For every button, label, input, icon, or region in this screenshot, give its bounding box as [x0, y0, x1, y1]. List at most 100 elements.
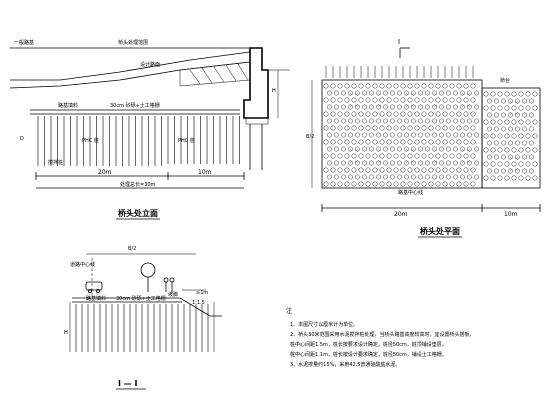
pile-dot	[490, 147, 496, 153]
pile-dot	[348, 104, 353, 110]
elevation-cushion-label: 30cm 砂砾+土工格栅	[110, 102, 160, 109]
pile-dot	[393, 97, 399, 103]
pile-dot	[337, 167, 343, 173]
pile-dot	[501, 140, 506, 146]
pile-dot	[494, 98, 499, 104]
pile-dot	[386, 167, 392, 173]
pile-dot	[390, 146, 395, 152]
pile-dot	[463, 181, 469, 187]
pile-dot	[494, 168, 499, 174]
pile-dot	[355, 146, 360, 152]
pile-dot	[390, 118, 395, 124]
pile-dot	[529, 154, 534, 160]
pile-dot	[460, 174, 465, 180]
pile-dot	[435, 139, 441, 145]
section-title: I — I	[118, 379, 138, 388]
pile-dot	[439, 104, 444, 110]
pile-dot	[330, 97, 336, 103]
elevation-view: 一般路基 桥头处理范围 设计路面 30cm 砂砾+土工格栅 路基填料 H	[9, 39, 290, 220]
elevation-dim-left: 20m	[98, 169, 112, 176]
pile-dot	[337, 153, 343, 159]
pile-dot	[490, 133, 496, 139]
pile-dot	[511, 105, 517, 111]
pile-dot	[497, 175, 503, 181]
pile-dot	[393, 153, 399, 159]
pile-dot	[504, 175, 510, 181]
pile-dot	[428, 111, 434, 117]
pile-dot	[365, 83, 371, 89]
pile-dot	[504, 147, 510, 153]
pile-group	[37, 116, 240, 166]
pile-dot	[453, 132, 458, 138]
pile-dot	[397, 146, 402, 152]
pile-dot	[348, 174, 353, 180]
pile-dot-grid	[323, 66, 538, 187]
pile-dot	[522, 112, 527, 118]
pile-dot	[400, 125, 406, 131]
pile-dot	[386, 125, 392, 131]
pile-dot	[487, 112, 492, 118]
pile-dot	[449, 153, 455, 159]
pile-dot	[421, 181, 427, 187]
pile-dot	[456, 83, 462, 89]
section-cushion-label: 30cm 砂砾+土工格栅	[116, 295, 166, 302]
pile-dot	[518, 147, 524, 153]
pile-dot	[404, 104, 409, 110]
pile-dot	[501, 98, 506, 104]
pile-dot	[344, 167, 350, 173]
pile-dot	[474, 174, 479, 180]
pile-dot	[435, 153, 441, 159]
pile-dot	[393, 181, 399, 187]
pile-dot	[323, 111, 329, 117]
pile-dot	[330, 167, 336, 173]
pile-dot	[369, 118, 374, 124]
pile-dot	[376, 174, 381, 180]
plan-section-mark-top: I	[398, 38, 400, 46]
pile-dot	[529, 98, 534, 104]
pile-dot	[386, 97, 392, 103]
pile-dot	[501, 168, 506, 174]
pile-dot	[463, 139, 469, 145]
pile-dot	[442, 153, 448, 159]
pile-dot	[442, 125, 448, 131]
plan-view: I B/2 桥台 路基中心线 20m 10m 桥头处平面	[306, 38, 541, 238]
pile-dot	[400, 167, 406, 173]
pile-dot	[404, 146, 409, 152]
pile-dot	[400, 83, 406, 89]
pile-dot	[504, 91, 510, 97]
pile-dot	[487, 126, 492, 132]
pile-dot	[386, 111, 392, 117]
pile-dot	[397, 104, 402, 110]
pile-dot	[418, 174, 423, 180]
pile-dot	[351, 97, 357, 103]
pile-dot	[369, 104, 374, 110]
pile-dot	[463, 153, 469, 159]
pile-dot	[348, 132, 353, 138]
pile-dot	[376, 160, 381, 166]
pile-dot	[355, 174, 360, 180]
pile-dot	[435, 83, 441, 89]
elevation-pile-note-label: 搅拌桩	[48, 159, 63, 166]
pile-dot	[327, 174, 332, 180]
pile-dot	[532, 147, 538, 153]
pile-dot	[511, 91, 517, 97]
pile-dot	[428, 181, 434, 187]
pile-dot	[393, 139, 399, 145]
pile-dot	[467, 132, 472, 138]
pile-dot	[474, 160, 479, 166]
pile-dot	[330, 181, 336, 187]
pile-dot	[483, 161, 489, 167]
pile-dot	[418, 132, 423, 138]
pile-dot	[504, 133, 510, 139]
pile-dot	[341, 132, 346, 138]
pile-dot	[407, 125, 413, 131]
pile-dot	[411, 160, 416, 166]
pile-dot	[372, 139, 378, 145]
pile-dot	[453, 118, 458, 124]
elevation-dim-right: 10m	[198, 169, 212, 176]
pile-dot	[497, 161, 503, 167]
pile-dot	[483, 119, 489, 125]
pile-dot	[494, 154, 499, 160]
plan-dim-right: 10m	[504, 211, 518, 218]
